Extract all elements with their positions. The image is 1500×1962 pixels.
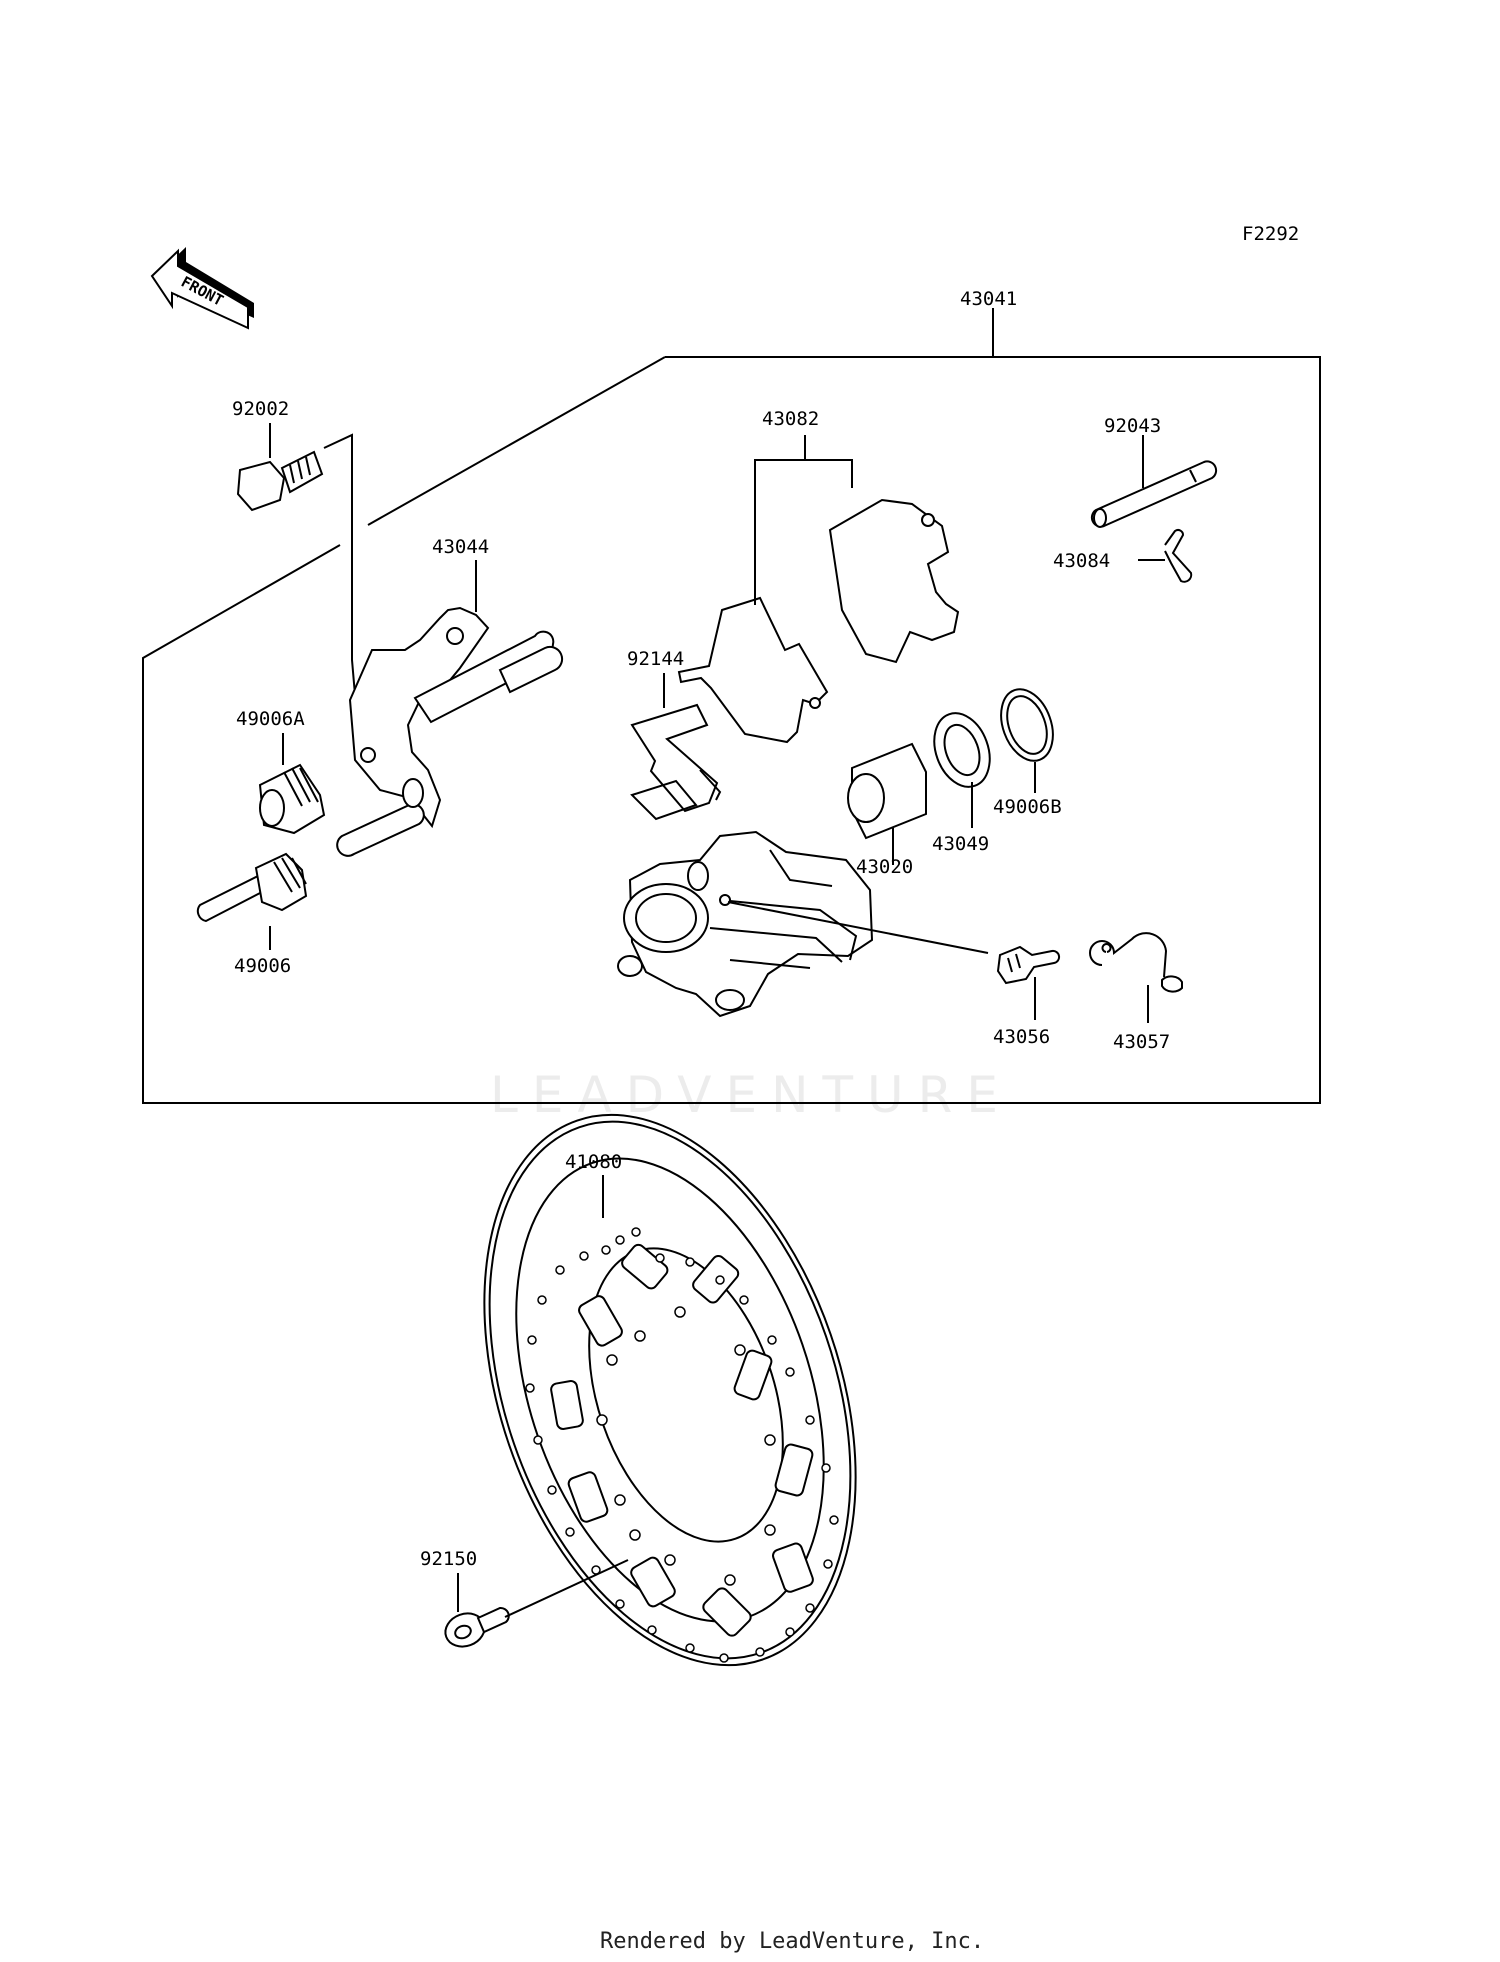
- disc-cutouts: [550, 1243, 814, 1637]
- label-92043: 92043: [1104, 415, 1161, 437]
- label-41080: 41080: [565, 1151, 622, 1173]
- label-43020: 43020: [856, 856, 913, 878]
- pin-92043: [1090, 460, 1218, 528]
- caliper-bracket-43044: [336, 606, 564, 857]
- label-43049: 43049: [932, 833, 989, 855]
- leader-92002-b: [323, 433, 356, 696]
- label-92002: 92002: [232, 398, 289, 420]
- kit-outline: [142, 356, 1321, 1104]
- label-43041: 43041: [960, 288, 1017, 310]
- seal-43049: [933, 712, 991, 788]
- spring-92144: [630, 703, 722, 821]
- label-43082: 43082: [762, 408, 819, 430]
- label-43056: 43056: [993, 1026, 1050, 1048]
- diagram-id: F2292: [1242, 223, 1299, 245]
- label-43057: 43057: [1113, 1031, 1170, 1053]
- disc-holes: [525, 1227, 839, 1663]
- front-arrow-icon: FRONT: [150, 247, 254, 330]
- label-49006B: 49006B: [993, 796, 1062, 818]
- cap-43057: [1089, 932, 1183, 993]
- leader-caliper-43056: [727, 901, 989, 954]
- piston-43020: [847, 742, 927, 840]
- clip-43084: [1164, 529, 1193, 583]
- footer-credit: Rendered by LeadVenture, Inc.: [600, 1929, 984, 1954]
- bleed-valve-43056: [996, 945, 1061, 985]
- label-92144: 92144: [627, 648, 684, 670]
- brake-pads-43082: [677, 498, 960, 744]
- pin-49006: [196, 852, 308, 923]
- bolt-92150: [444, 1606, 510, 1648]
- label-49006: 49006: [234, 955, 291, 977]
- ring-49006B: [1000, 688, 1054, 762]
- bolt-92002: [236, 450, 324, 512]
- leader-43082: [754, 459, 853, 605]
- watermark: LEADVENTURE: [490, 1066, 1012, 1124]
- label-49006A: 49006A: [236, 708, 305, 730]
- label-43084: 43084: [1053, 550, 1110, 572]
- label-43044: 43044: [432, 536, 489, 558]
- kit-outline-top: [367, 356, 666, 526]
- caliper-body: [617, 830, 874, 1018]
- label-92150: 92150: [420, 1548, 477, 1570]
- boot-49006A: [258, 763, 326, 835]
- leader-bolt-disc: [504, 1559, 629, 1618]
- brake-disc-41080: [483, 1113, 857, 1667]
